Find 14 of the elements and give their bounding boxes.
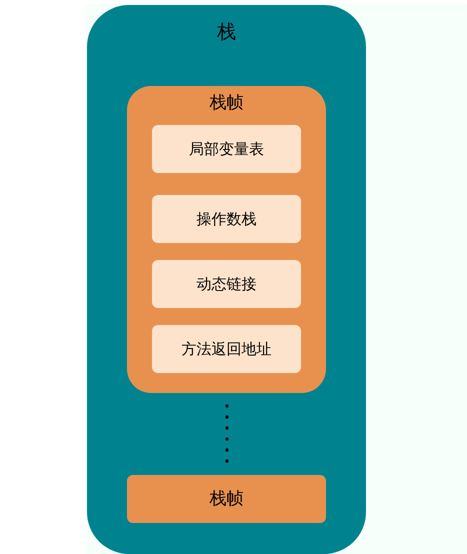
frame-item-box — [152, 125, 301, 173]
stack-frame-box — [127, 475, 326, 523]
frame-item-box — [152, 260, 301, 308]
frame-item-box — [152, 325, 301, 373]
node-label: 栈帧 — [210, 92, 244, 114]
stack-container — [87, 5, 366, 554]
node-label: 动态链接 — [196, 274, 256, 295]
node-label: 操作数栈 — [196, 209, 256, 230]
node-label: 方法返回地址 — [182, 339, 272, 360]
node-label: 局部变量表 — [189, 139, 264, 160]
stack-frame-box — [127, 86, 326, 393]
frame-item-box — [152, 195, 301, 243]
node-label: 栈帧 — [210, 488, 244, 510]
node-label: 栈 — [217, 21, 236, 43]
